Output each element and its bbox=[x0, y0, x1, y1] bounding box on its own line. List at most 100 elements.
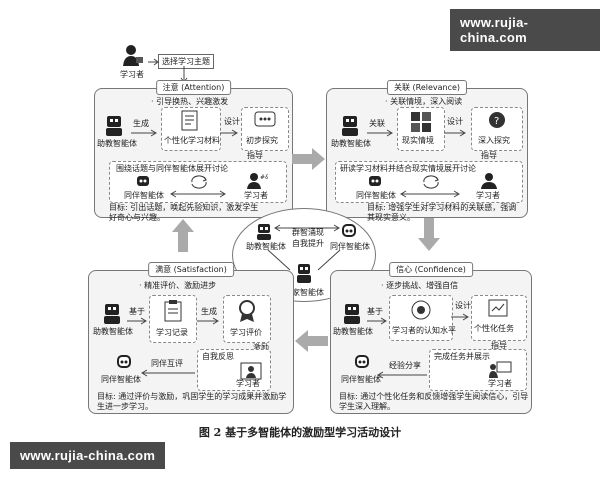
satisfaction-learner-label: 学习者 bbox=[236, 379, 260, 388]
confidence-design: 设计 bbox=[455, 301, 471, 310]
discuss-arrow bbox=[400, 190, 460, 198]
figure-caption: 图 2 基于多智能体的激励型学习活动设计 bbox=[198, 426, 402, 439]
attention-guide: 指导 bbox=[247, 151, 263, 160]
generate-arrow bbox=[131, 129, 157, 137]
satisfaction-motivate: 激励 bbox=[253, 343, 269, 352]
learner-reading-icon bbox=[481, 173, 497, 189]
record-label: 学习记录 bbox=[156, 328, 188, 337]
confidence-title: 信心 (Confidence) bbox=[389, 262, 473, 277]
attention-generate: 生成 bbox=[133, 119, 149, 128]
satisfaction-point: · 精准评价、激励进步 bbox=[139, 281, 217, 290]
center-agent-robot-icon bbox=[257, 224, 271, 240]
robot-icon bbox=[104, 304, 120, 324]
complete-label: 完成任务并展示 bbox=[434, 352, 490, 361]
peer-robot-icon bbox=[137, 176, 149, 186]
context-label: 现实情境 bbox=[402, 136, 434, 145]
satisfaction-based: 基于 bbox=[129, 307, 145, 316]
relevance-guide: 指导 bbox=[481, 151, 497, 160]
relevance-discuss-box: 研读学习材料并结合现实情境展开讨论 同伴智能体 学习者 bbox=[335, 161, 523, 203]
relevance-discuss-label: 研读学习材料并结合现实情境展开讨论 bbox=[340, 164, 476, 173]
satisfaction-panel: 满意 (Satisfaction) · 精准评价、激励进步 助教智能体 基于 学… bbox=[88, 262, 294, 414]
center-line1: 群智涌现 bbox=[292, 228, 324, 237]
explore-label: 初步探究 bbox=[246, 136, 278, 145]
explore-box: 初步探究 bbox=[241, 107, 289, 151]
satisfaction-generate: 生成 bbox=[201, 307, 217, 316]
complete-box: 完成任务并展示 学习者 bbox=[429, 349, 527, 391]
flow-arrow-right bbox=[292, 148, 325, 170]
question-chat-icon: ? bbox=[489, 112, 505, 128]
svg-text:#&?: #&? bbox=[260, 174, 268, 181]
center-expert-robot-icon bbox=[297, 264, 311, 283]
robot-icon bbox=[106, 116, 122, 136]
eval-box: 学习评价 bbox=[223, 295, 271, 343]
top-learner-label: 学习者 bbox=[120, 70, 144, 79]
center-line2: 自我提升 bbox=[292, 239, 324, 248]
relevance-title: 关联 (Relevance) bbox=[386, 80, 468, 95]
center-agent-label: 助教智能体 bbox=[246, 242, 286, 251]
center-peer-label: 同伴智能体 bbox=[330, 242, 370, 251]
confidence-peer-label: 同伴智能体 bbox=[341, 375, 381, 384]
attention-agent-label: 助教智能体 bbox=[97, 139, 137, 148]
attention-panel: 注意 (Attention) · 引导换热、兴趣激发 助教智能体 生成 个性化学… bbox=[94, 80, 293, 222]
confidence-point: · 逐步挑战、增强自信 bbox=[381, 281, 459, 290]
relevance-design: 设计 bbox=[447, 117, 463, 126]
attention-design: 设计 bbox=[224, 117, 240, 126]
relevance-point: · 关联情境，深入阅读 bbox=[385, 97, 463, 106]
cycle-icon bbox=[191, 175, 207, 189]
attention-point: · 引导换热、兴趣激发 bbox=[151, 97, 229, 106]
document-icon bbox=[181, 110, 198, 131]
relevance-panel: 关联 (Relevance) · 关联情境，深入阅读 助教智能体 关联 现实情境… bbox=[326, 80, 528, 222]
task-icon bbox=[488, 299, 508, 317]
discuss-arrow bbox=[170, 190, 226, 198]
cycle-icon bbox=[423, 175, 439, 189]
satisfaction-title: 满意 (Satisfaction) bbox=[148, 262, 234, 277]
level-box: 学习者的认知水平 bbox=[389, 295, 456, 341]
svg-text:?: ? bbox=[494, 116, 499, 127]
context-box: 现实情境 bbox=[397, 107, 445, 151]
peer-robot-icon bbox=[117, 355, 131, 368]
flow-arrow-up bbox=[172, 219, 194, 252]
share-arrow bbox=[377, 371, 427, 379]
peer-robot-icon bbox=[369, 176, 381, 186]
peer-review-arrow bbox=[141, 369, 195, 377]
attention-peer-label: 同伴智能体 bbox=[124, 191, 164, 200]
puzzle-icon bbox=[411, 112, 431, 132]
discuss-box: 围绕话题与同伴智能体展开讨论 #&? 同伴智能体 学习者 bbox=[109, 161, 287, 203]
generate-arrow bbox=[197, 317, 219, 325]
relevance-learner-label: 学习者 bbox=[476, 191, 500, 200]
task-box: 个性化任务 bbox=[471, 295, 527, 341]
clipboard-icon bbox=[164, 300, 182, 322]
center-arrows bbox=[267, 224, 341, 271]
center-expert-label: 专家智能体 bbox=[284, 288, 324, 297]
attention-goal: 目标: 引出话题，唤起先验知识，激发学生好奇心与兴趣。 bbox=[109, 203, 259, 222]
learner-thinking-icon: #&? bbox=[247, 173, 268, 189]
watermark-top: www.rujia-china.com bbox=[450, 9, 600, 51]
satisfaction-peer-label: 同伴智能体 bbox=[101, 375, 141, 384]
watermark-bottom: www.rujia-china.com bbox=[10, 442, 166, 469]
confidence-based: 基于 bbox=[367, 307, 383, 316]
material-box: 个性化学习材料 bbox=[161, 107, 221, 151]
task-label: 个性化任务 bbox=[474, 324, 514, 333]
design-arrow bbox=[451, 313, 469, 321]
reflect-label: 自我反思 bbox=[202, 352, 234, 361]
confidence-goal: 目标: 通过个性化任务和反馈增强学生阅读信心，引导学生深入理解。 bbox=[339, 392, 529, 411]
robot-icon bbox=[342, 116, 358, 136]
flow-arrow-down bbox=[418, 218, 440, 251]
relevance-link: 关联 bbox=[369, 119, 385, 128]
reflect-box: 自我反思 学习者 bbox=[197, 349, 271, 391]
material-label: 个性化学习材料 bbox=[164, 136, 220, 145]
robot-icon bbox=[344, 304, 360, 324]
presenter-icon bbox=[489, 361, 512, 378]
design-arrow bbox=[444, 129, 466, 137]
satisfaction-agent-label: 助教智能体 bbox=[93, 327, 133, 336]
cognition-icon bbox=[411, 300, 431, 320]
flow-arrow-left bbox=[295, 330, 328, 352]
peer-robot-icon bbox=[355, 355, 369, 368]
learner-icon bbox=[123, 45, 143, 66]
satisfaction-goal: 目标: 通过评价与激励，巩固学生的学习成果并激励学生进一步学习。 bbox=[97, 392, 287, 411]
link-arrow bbox=[367, 129, 393, 137]
record-box: 学习记录 bbox=[149, 295, 197, 343]
discuss-label: 围绕话题与同伴智能体展开讨论 bbox=[116, 164, 228, 173]
confidence-panel: 信心 (Confidence) · 逐步挑战、增强自信 助教智能体 基于 学习者… bbox=[330, 262, 532, 414]
confidence-share: 经验分享 bbox=[389, 361, 421, 370]
